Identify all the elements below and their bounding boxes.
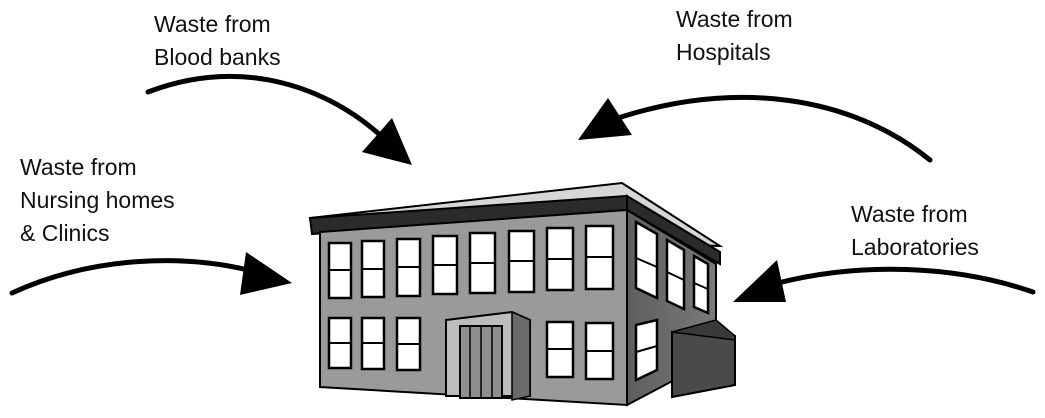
label-laboratories: Waste from Laboratories: [851, 198, 979, 264]
label-nursing-homes-line2: Nursing homes: [20, 184, 175, 217]
label-hospitals: Waste from Hospitals: [676, 3, 793, 69]
label-hospitals-line1: Waste from: [676, 3, 793, 36]
label-nursing-homes: Waste from Nursing homes & Clinics: [20, 151, 175, 250]
arrow-icon: [733, 260, 1033, 302]
arrow-icon: [578, 97, 930, 160]
label-blood-banks-line2: Blood banks: [154, 41, 281, 74]
label-nursing-homes-line1: Waste from: [20, 151, 175, 184]
label-blood-banks-line1: Waste from: [154, 8, 281, 41]
label-laboratories-line1: Waste from: [851, 198, 979, 231]
label-nursing-homes-line3: & Clinics: [20, 217, 175, 250]
arrow-icon: [12, 252, 292, 295]
arrow-icon: [148, 76, 412, 165]
label-laboratories-line2: Laboratories: [851, 231, 979, 264]
label-blood-banks: Waste from Blood banks: [154, 8, 281, 74]
label-hospitals-line2: Hospitals: [676, 36, 793, 69]
building-icon: [310, 183, 735, 405]
